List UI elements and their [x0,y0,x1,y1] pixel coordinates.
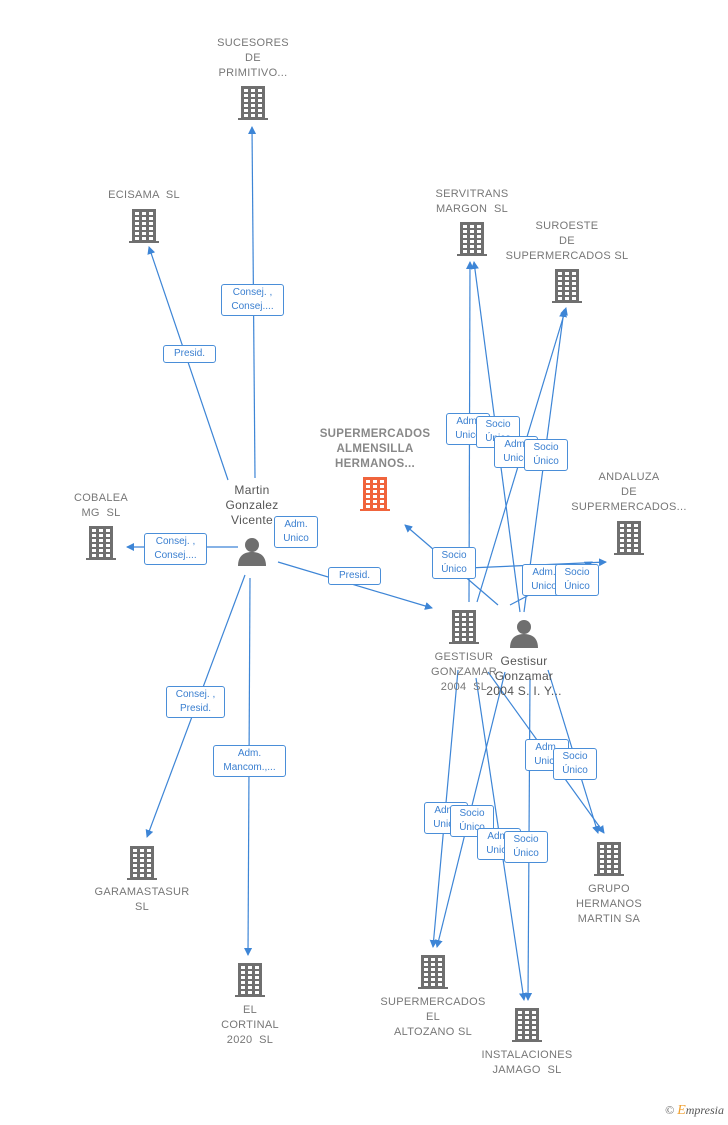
relation-badge[interactable]: Presid. [163,345,216,363]
relation-edge [277,561,433,610]
building-icon[interactable] [594,842,624,881]
person-icon[interactable] [237,536,267,571]
relation-badge[interactable]: Adm. Unico [274,516,318,548]
relation-badge[interactable]: Consej. , Consej.... [144,533,207,565]
building-icon[interactable] [512,1008,542,1047]
copyright-symbol: © [665,1103,675,1117]
relation-badge[interactable]: Socio Único [555,564,599,596]
brand-initial: E [677,1103,686,1118]
relation-badge[interactable]: Consej. , Presid. [166,686,225,718]
brand-name: mpresia [685,1103,724,1117]
person-icon[interactable] [509,618,539,653]
node-label-cortinal[interactable]: EL CORTINAL 2020 SL [221,1004,279,1046]
building-icon[interactable] [238,86,268,125]
relation-badge[interactable]: Socio Único [504,831,548,863]
building-icon[interactable] [235,963,265,1002]
building-icon[interactable] [457,222,487,261]
node-label-martin[interactable]: Martin Gonzalez Vicente [225,483,279,527]
node-label-gestisur2004[interactable]: GESTISUR GONZAMAR 2004 SL [431,651,497,693]
relation-edge [147,246,229,481]
node-label-almensilla[interactable]: SUPERMERCADOS ALMENSILLA HERMANOS... [319,428,431,470]
relation-badge[interactable]: Adm. Mancom.,... [213,745,286,777]
node-label-garamastasur[interactable]: GARAMASTASUR SL [94,886,190,913]
empresia-watermark: © Empresia [665,1103,724,1119]
relation-badge[interactable]: Socio Único [432,547,476,579]
relation-badge[interactable]: Presid. [328,567,381,585]
relation-badge[interactable]: Consej. , Consej.... [221,284,284,316]
building-icon[interactable] [86,526,116,565]
building-icon[interactable] [614,521,644,560]
node-label-sucesores[interactable]: SUCESORES DE PRIMITIVO... [217,37,289,79]
building-icon[interactable] [127,846,157,885]
building-icon[interactable] [129,209,159,248]
node-label-grupo[interactable]: GRUPO HERMANOS MARTIN SA [576,883,642,925]
node-label-altozano[interactable]: SUPERMERCADOS EL ALTOZANO SL [380,996,486,1038]
node-label-andaluza[interactable]: ANDALUZA DE SUPERMERCADOS... [571,471,687,513]
relation-badge[interactable]: Socio Único [524,439,568,471]
node-label-ecisama[interactable]: ECISAMA SL [108,189,180,201]
relation-badge[interactable]: Socio Único [553,748,597,780]
building-icon[interactable] [418,955,448,994]
node-label-servitrans[interactable]: SERVITRANS MARGON SL [435,188,509,215]
node-label-jamago[interactable]: INSTALACIONES JAMAGO SL [481,1049,573,1076]
node-label-gestisur-sly[interactable]: Gestisur Gonzamar 2004 S. I. Y... [486,654,562,698]
node-label-suroeste[interactable]: SUROESTE DE SUPERMERCADOS SL [505,220,629,262]
building-icon[interactable] [449,610,479,649]
node-label-cobalea[interactable]: COBALEA MG SL [73,492,129,519]
building-icon[interactable] [360,477,390,516]
building-icon[interactable] [552,269,582,308]
